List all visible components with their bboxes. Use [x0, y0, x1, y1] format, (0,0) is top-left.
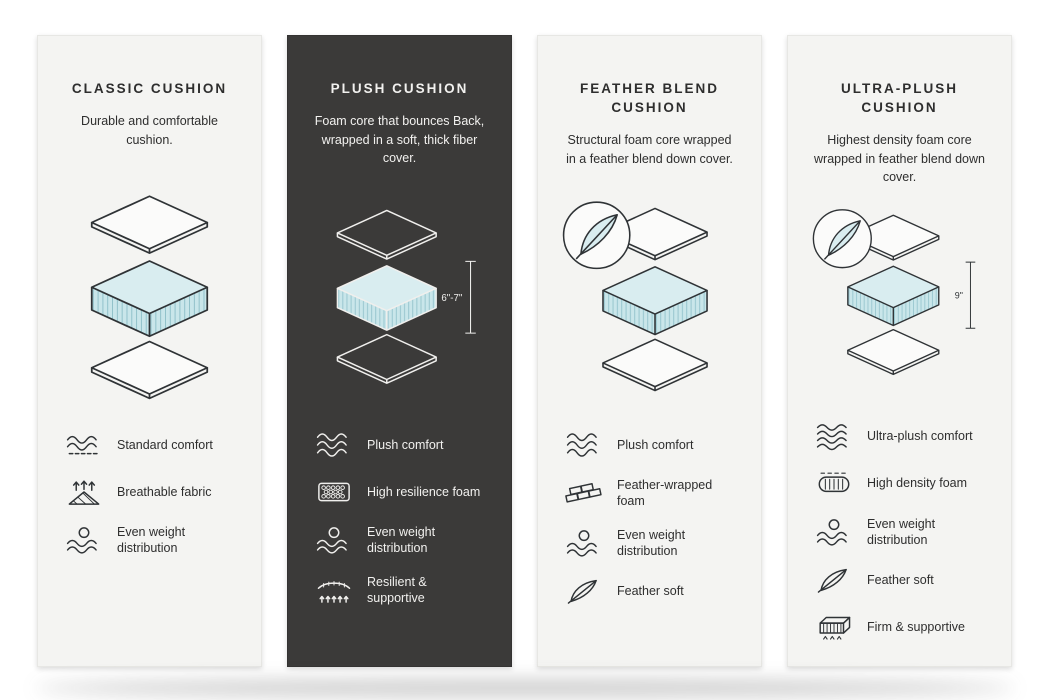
feature-row: Feather-wrapped foam [564, 477, 737, 510]
feather-badge [562, 201, 631, 270]
feature-row: Even weight distribution [64, 524, 237, 557]
card-description: Durable and comfortable cushion. [81, 113, 218, 147]
card-description: Highest density foam core wrapped in fea… [814, 132, 985, 185]
cushion-illustration: 6"-7" [312, 182, 487, 414]
feature-list: Plush comfort Feather-wrapped foam [562, 430, 737, 606]
feature-list: Standard comfort Breathable fabric [62, 430, 237, 557]
high-resilience-foam-icon [314, 477, 354, 507]
feather-soft-icon [814, 565, 854, 595]
feature-list: Plush comfort High resilience foam [312, 430, 487, 606]
cushion-layers-graphic: 6"-7" [336, 210, 476, 385]
even-weight-distribution-icon [564, 528, 604, 558]
card-ultra-plush-cushion: ULTRA-PLUSH CUSHION Highest density foam… [787, 35, 1012, 667]
even-weight-distribution-icon [814, 517, 854, 547]
even-weight-distribution-icon [64, 525, 104, 555]
card-title: FEATHER BLEND CUSHION [580, 81, 719, 115]
feather-soft-icon [564, 576, 604, 606]
height-measure: 6"-7" [441, 261, 476, 335]
height-measure-label: 9" [955, 291, 963, 301]
card-header: PLUSH CUSHION Foam core that bounces Bac… [312, 64, 487, 182]
feature-row: Breathable fabric [64, 477, 237, 507]
plush-comfort-icon [564, 430, 604, 460]
card-description: Foam core that bounces Back, wrapped in … [314, 113, 485, 166]
plush-comfort-icon [314, 430, 354, 460]
feature-row: Ultra-plush comfort [814, 422, 987, 452]
height-measure-label: 6"-7" [441, 293, 462, 304]
feature-label: Standard comfort [117, 437, 213, 452]
feature-list: Ultra-plush comfort High density foam [812, 422, 987, 643]
cushion-illustration [62, 182, 237, 414]
feature-label: Resilient & supportive [367, 574, 427, 605]
feature-row: Plush comfort [314, 430, 487, 460]
card-title: ULTRA-PLUSH CUSHION [841, 81, 958, 115]
feather-badge [812, 209, 872, 269]
feature-label: Even weight distribution [367, 525, 436, 556]
feature-row: Feather soft [564, 576, 737, 606]
feature-label: High density foam [867, 476, 968, 491]
feather-wrapped-foam-icon [564, 478, 604, 508]
card-header: CLASSIC CUSHION Durable and comfortable … [62, 64, 237, 182]
height-measure: 9" [955, 262, 976, 330]
cushion-layers-graphic [90, 195, 209, 400]
feature-row: Even weight distribution [564, 527, 737, 560]
feature-row: High resilience foam [314, 477, 487, 507]
feature-row: Plush comfort [564, 430, 737, 460]
even-weight-distribution-icon [314, 525, 354, 555]
high-density-foam-icon [814, 469, 854, 499]
firm-supportive-icon [814, 612, 854, 642]
feature-label: High resilience foam [367, 484, 481, 499]
card-feather-blend-cushion: FEATHER BLEND CUSHION Structural foam co… [537, 35, 762, 667]
cushion-illustration [562, 182, 737, 414]
feature-row: Firm & supportive [814, 612, 987, 642]
feature-label: Ultra-plush comfort [867, 429, 973, 444]
feature-row: High density foam [814, 469, 987, 499]
card-description: Structural foam core wrapped in a feathe… [566, 132, 733, 166]
feature-label: Plush comfort [367, 437, 444, 452]
card-header: ULTRA-PLUSH CUSHION Highest density foam… [812, 64, 987, 184]
feature-row: Feather soft [814, 565, 987, 595]
card-plush-cushion: PLUSH CUSHION Foam core that bounces Bac… [287, 35, 512, 667]
feature-row: Resilient & supportive [314, 574, 487, 607]
feature-label: Plush comfort [617, 437, 694, 452]
feature-label: Even weight distribution [117, 525, 186, 556]
feature-label: Even weight distribution [617, 527, 686, 558]
card-title: PLUSH CUSHION [330, 81, 469, 96]
cushion-comparison-board: CLASSIC CUSHION Durable and comfortable … [37, 35, 1012, 667]
feature-row: Standard comfort [64, 430, 237, 460]
feature-label: Feather soft [867, 572, 934, 587]
standard-comfort-icon [64, 430, 104, 460]
card-classic-cushion: CLASSIC CUSHION Durable and comfortable … [37, 35, 262, 667]
feature-row: Even weight distribution [314, 524, 487, 557]
feature-label: Firm & supportive [867, 619, 965, 634]
ultra-plush-comfort-icon [814, 422, 854, 452]
feature-label: Feather-wrapped foam [617, 478, 713, 509]
card-title: CLASSIC CUSHION [71, 81, 228, 96]
card-header: FEATHER BLEND CUSHION Structural foam co… [562, 64, 737, 182]
feature-label: Even weight distribution [867, 516, 936, 547]
feature-label: Feather soft [617, 583, 684, 598]
feature-row: Even weight distribution [814, 516, 987, 549]
cushion-layers-graphic: 9" [812, 209, 976, 376]
cushion-layers-graphic [562, 201, 708, 392]
cushion-illustration: 9" [812, 182, 987, 405]
resilient-supportive-icon [314, 575, 354, 605]
drop-shadow [34, 680, 1015, 696]
feature-label: Breathable fabric [117, 484, 212, 499]
breathable-fabric-icon [64, 477, 104, 507]
